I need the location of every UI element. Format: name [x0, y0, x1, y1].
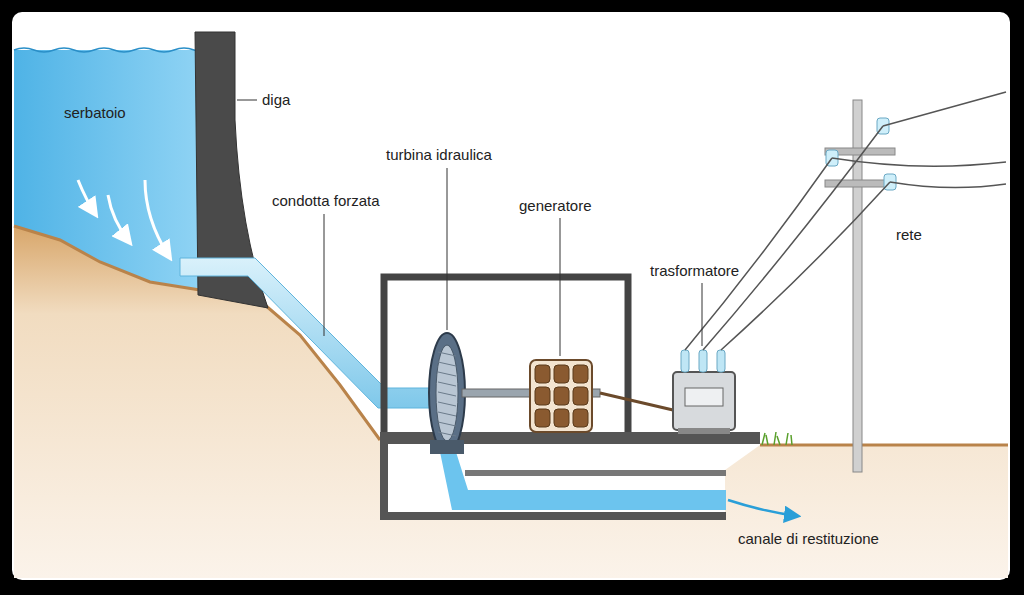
turbine-blade [438, 392, 456, 396]
grass [957, 432, 987, 445]
grass [788, 432, 818, 445]
grass [821, 432, 851, 445]
grass [931, 432, 961, 445]
generator-coil [573, 387, 588, 405]
grass [769, 432, 1020, 445]
grass [951, 432, 981, 445]
flow-arrow [145, 180, 170, 258]
generator-coil [554, 387, 569, 405]
generator-coil [573, 365, 588, 383]
power-lines [685, 92, 1006, 350]
grass [782, 432, 812, 445]
turbine-blade [438, 382, 456, 386]
turbine-blade [438, 372, 456, 376]
background [12, 12, 1010, 580]
grass [769, 432, 799, 445]
channel-ceiling [465, 470, 726, 476]
grass [775, 432, 805, 445]
insulators [681, 350, 725, 372]
grass [814, 432, 844, 445]
generator-coil [554, 365, 569, 383]
grass [886, 432, 916, 445]
grass [892, 432, 922, 445]
turbine-blade [438, 422, 456, 426]
turbine-runner [436, 345, 458, 441]
grass [918, 432, 948, 445]
part-label: generatore [519, 197, 592, 214]
flow-arrow [108, 195, 130, 243]
water-surface [14, 48, 214, 52]
cable [600, 393, 673, 410]
grass [762, 432, 792, 445]
transformer [673, 372, 735, 430]
part-label: condotta forzata [272, 192, 380, 209]
grass [938, 432, 968, 445]
grass [866, 432, 896, 445]
part-label: trasformatore [650, 262, 739, 279]
transformer-base [678, 428, 730, 434]
part-label: serbatoio [64, 104, 126, 121]
leader-lines [237, 100, 702, 356]
grass [795, 432, 825, 445]
generator [530, 360, 592, 432]
turbine-blade [438, 432, 456, 436]
turbine-blade [438, 402, 456, 406]
part-label: rete [896, 226, 922, 243]
grass [925, 432, 955, 445]
channel-floor [380, 512, 726, 520]
grass [879, 432, 909, 445]
transformer-plate [685, 388, 723, 406]
grass [873, 432, 903, 445]
flow-arrow [78, 180, 96, 215]
generator-coils [535, 365, 588, 427]
generator-coil [535, 409, 550, 427]
discharge-water [440, 452, 726, 510]
grass [899, 432, 929, 445]
generator-coil [554, 409, 569, 427]
grass [964, 432, 994, 445]
powerhouse-wall [380, 444, 388, 520]
grass [905, 432, 935, 445]
grass [860, 432, 890, 445]
part-label: turbina idraulica [386, 146, 492, 163]
turbine-blades [438, 352, 456, 436]
grass [990, 432, 1020, 445]
generator-coil [573, 409, 588, 427]
grass [801, 432, 831, 445]
discharge-arrow [728, 500, 798, 516]
turbine-base [430, 440, 464, 454]
powerhouse [384, 277, 628, 438]
generator-coil [535, 387, 550, 405]
turbine-blade [438, 412, 456, 416]
part-label: canale di restituzione [738, 530, 879, 547]
grass [912, 432, 942, 445]
grass [944, 432, 974, 445]
grass [977, 432, 1007, 445]
grass [808, 432, 838, 445]
turbine-blade [438, 352, 456, 356]
turbine [429, 333, 465, 453]
grass [970, 432, 1000, 445]
generator-coil [535, 365, 550, 383]
turbine-blade [438, 362, 456, 366]
grass [983, 432, 1013, 445]
part-label: diga [262, 91, 290, 108]
